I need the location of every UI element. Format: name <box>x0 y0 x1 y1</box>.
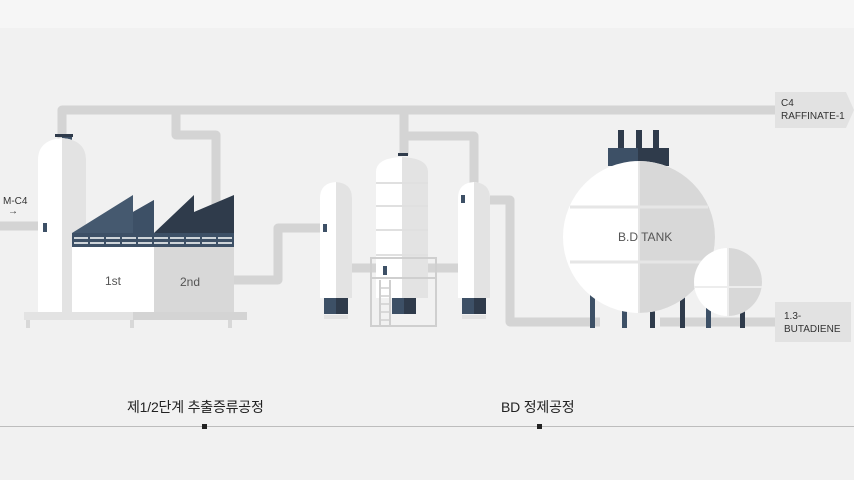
timeline-marker-right <box>537 424 542 429</box>
caption-right: BD 정제공정 <box>501 399 575 415</box>
pipe-to-column-3 <box>404 131 479 185</box>
output-bottom-line2: BUTADIENE <box>784 324 841 335</box>
pipe-to-factory-1 <box>171 110 221 205</box>
input-label: M-C4 <box>3 196 28 207</box>
pipe-col3-to-tank <box>490 195 600 327</box>
input-arrow-icon: → <box>8 206 18 217</box>
pipe-top-main <box>57 105 778 140</box>
pipes <box>0 105 778 327</box>
timeline-marker-left <box>202 424 207 429</box>
factory <box>72 195 234 312</box>
caption-left: 제1/2단계 추출증류공정 <box>127 399 264 415</box>
platform-left <box>24 312 234 320</box>
small-tank <box>694 248 762 328</box>
out-bottom-tag <box>775 302 851 342</box>
platform-right <box>133 312 247 320</box>
vessel-column-a <box>320 182 352 319</box>
output-top-tag: C4 RAFFINATE-1 <box>781 97 845 123</box>
bd-tank <box>563 130 715 328</box>
output-top-line1: C4 <box>781 98 794 109</box>
stage2-label: 2nd <box>180 275 201 289</box>
stage1-label: 1st <box>105 274 122 288</box>
top-band <box>0 0 854 28</box>
pipe-factory-to-col1 <box>234 223 322 285</box>
output-bottom-tag: 1.3- BUTADIENE <box>784 310 841 336</box>
tank-label: B.D TANK <box>618 230 673 244</box>
output-top-line2: RAFFINATE-1 <box>781 111 845 122</box>
vessel-column-b <box>370 153 437 327</box>
timeline-line <box>0 426 854 427</box>
output-bottom-line1: 1.3- <box>784 311 802 322</box>
out-top-tag <box>775 92 854 128</box>
vessel-column-c <box>458 182 490 319</box>
